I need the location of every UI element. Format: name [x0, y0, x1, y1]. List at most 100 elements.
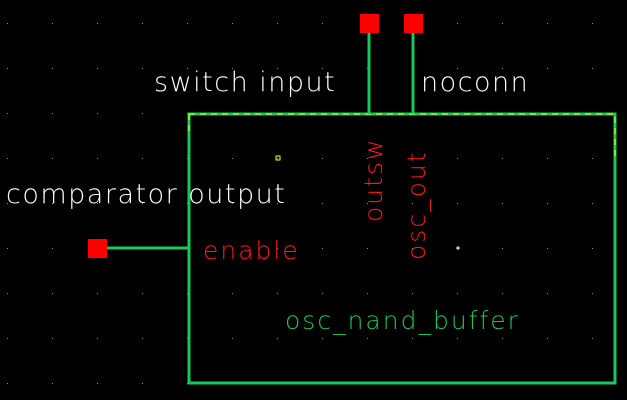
grid-dot: [547, 68, 548, 69]
grid-dot: [457, 158, 458, 159]
grid-dot: [412, 293, 413, 294]
net-label-comparator-output[interactable]: comparator output: [6, 179, 286, 210]
grid-dot: [7, 338, 8, 339]
grid-dot: [232, 338, 233, 339]
grid-dot: [502, 158, 503, 159]
pin-label-enable: enable: [203, 236, 300, 265]
grid-dot: [277, 248, 278, 249]
grid-dot: [547, 338, 548, 339]
grid-dot: [457, 203, 458, 204]
grid-dot: [412, 158, 413, 159]
grid-dot: [277, 293, 278, 294]
grid-dot: [457, 23, 458, 24]
grid-dot: [457, 68, 458, 69]
grid-dot: [457, 293, 458, 294]
grid-dot: [7, 293, 8, 294]
grid-dot: [502, 23, 503, 24]
grid-dot: [97, 113, 98, 114]
grid-dot: [322, 23, 323, 24]
grid-dot: [142, 293, 143, 294]
grid-dot: [322, 293, 323, 294]
grid-dot: [52, 203, 53, 204]
grid-dot: [232, 203, 233, 204]
grid-dot: [142, 158, 143, 159]
grid-dot: [502, 293, 503, 294]
grid-dot: [52, 68, 53, 69]
grid-dot: [277, 158, 278, 159]
grid-dot: [502, 203, 503, 204]
grid-dot: [322, 203, 323, 204]
grid-dot: [277, 23, 278, 24]
grid-dot: [97, 23, 98, 24]
grid-dot: [52, 248, 53, 249]
grid-dot: [502, 68, 503, 69]
crosshair-cursor-icon: [456, 246, 460, 250]
grid-dot: [412, 338, 413, 339]
grid-dot: [232, 23, 233, 24]
grid-dot: [592, 338, 593, 339]
grid-dot: [457, 338, 458, 339]
grid-dot: [367, 293, 368, 294]
grid-dot: [97, 158, 98, 159]
grid-dot: [52, 293, 53, 294]
grid-dot: [7, 158, 8, 159]
grid-dot: [142, 113, 143, 114]
grid-dot: [142, 68, 143, 69]
grid-dot: [367, 158, 368, 159]
grid-dot: [367, 203, 368, 204]
grid-dot: [52, 338, 53, 339]
yellow-square-marker-icon: [275, 155, 281, 161]
grid-dot: [232, 293, 233, 294]
pin-label-osc-out: osc_out: [402, 150, 431, 260]
grid-dot: [367, 248, 368, 249]
grid-dot: [502, 338, 503, 339]
grid-dot: [592, 293, 593, 294]
grid-dot: [592, 248, 593, 249]
grid-dot: [97, 68, 98, 69]
grid-dot: [97, 338, 98, 339]
grid-dot: [187, 68, 188, 69]
cell-name-label: osc_nand_buffer: [285, 306, 520, 335]
grid-dot: [322, 248, 323, 249]
grid-dot: [52, 113, 53, 114]
grid-dot: [277, 68, 278, 69]
grid-dot: [142, 203, 143, 204]
grid-dot: [7, 383, 8, 384]
grid-dot: [592, 23, 593, 24]
grid-dot: [412, 203, 413, 204]
grid-dot: [322, 68, 323, 69]
grid-dot: [97, 383, 98, 384]
net-label-switch-input[interactable]: switch input: [154, 67, 336, 98]
grid-dot: [232, 68, 233, 69]
grid-dot: [547, 248, 548, 249]
pin-label-outsw: outsw: [359, 138, 388, 222]
grid-dot: [7, 113, 8, 114]
grid-dot: [142, 23, 143, 24]
grid-dot: [322, 338, 323, 339]
grid-dot: [142, 338, 143, 339]
grid-dot: [52, 158, 53, 159]
net-label-noconn[interactable]: noconn: [421, 67, 529, 98]
grid-dot: [592, 68, 593, 69]
grid-dot: [592, 203, 593, 204]
grid-dot: [547, 203, 548, 204]
grid-dot: [547, 23, 548, 24]
grid-dot: [502, 248, 503, 249]
grid-dot: [142, 383, 143, 384]
grid-dot: [97, 293, 98, 294]
pin-switch-input[interactable]: [360, 14, 379, 33]
grid-dot: [277, 338, 278, 339]
grid-dot: [277, 203, 278, 204]
grid-dot: [412, 248, 413, 249]
pin-comparator-output[interactable]: [88, 239, 107, 258]
grid-dot: [97, 203, 98, 204]
grid-dot: [7, 203, 8, 204]
grid-dot: [7, 248, 8, 249]
grid-dot: [232, 158, 233, 159]
grid-dot: [547, 158, 548, 159]
grid-dot: [7, 68, 8, 69]
grid-dot: [52, 383, 53, 384]
pin-noconn[interactable]: [404, 14, 423, 33]
grid-dot: [232, 248, 233, 249]
